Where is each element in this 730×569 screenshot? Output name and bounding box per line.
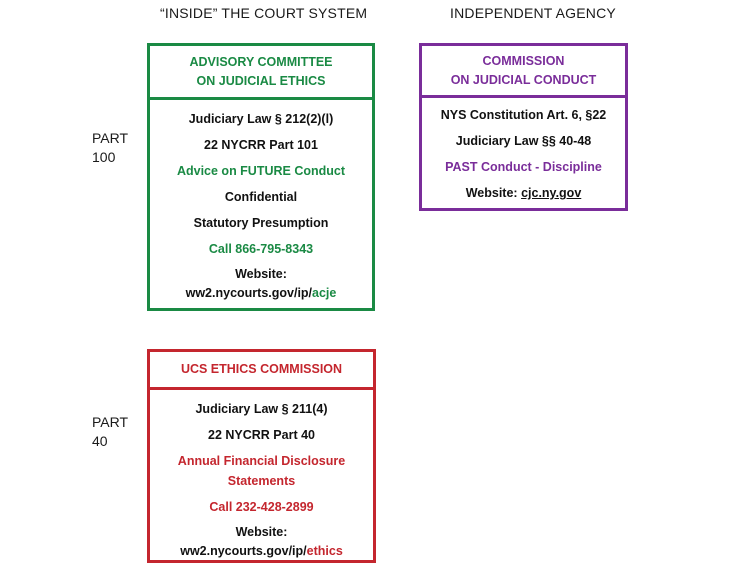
part-40-line2: 40 <box>92 433 108 449</box>
advisory-scope: Advice on FUTURE Conduct <box>176 164 346 178</box>
commission-website: Website: cjc.ny.gov <box>422 180 625 206</box>
advisory-website-suffix: acje <box>312 286 337 300</box>
advisory-title-line1: ADVISORY COMMITTEE <box>189 54 333 69</box>
ucs-rule: 22 NYCRR Part 40 <box>208 428 315 442</box>
advisory-website-label: Website: <box>235 267 287 281</box>
commission-law: Judiciary Law §§ 40-48 <box>455 134 592 148</box>
ucs-title: UCS ETHICS COMMISSION <box>150 352 373 390</box>
commission-body: NYS Constitution Art. 6, §22 Judiciary L… <box>422 98 625 206</box>
part-100-label: PART 100 <box>92 129 128 167</box>
commission-website-label: Website: <box>465 186 522 200</box>
advisory-law: Judiciary Law § 212(2)(l) <box>188 112 334 126</box>
part-40-label: PART 40 <box>92 413 128 451</box>
commission-title-line2: ON JUDICIAL CONDUCT <box>450 72 597 87</box>
ucs-scope-line1: Annual Financial Disclosure <box>177 454 346 468</box>
ucs-law: Judiciary Law § 211(4) <box>195 402 328 416</box>
commission-constitution: NYS Constitution Art. 6, §22 <box>440 108 607 122</box>
ucs-scope-line2: Statements <box>227 474 296 488</box>
commission-title-line1: COMMISSION <box>482 53 565 68</box>
commission-judicial-conduct-box: COMMISSION ON JUDICIAL CONDUCT NYS Const… <box>419 43 628 211</box>
ucs-ethics-commission-box: UCS ETHICS COMMISSION Judiciary Law § 21… <box>147 349 376 563</box>
ucs-website-label: Website: <box>235 525 288 539</box>
header-inside-court-system: “INSIDE” THE COURT SYSTEM <box>160 5 368 21</box>
commission-title: COMMISSION ON JUDICIAL CONDUCT <box>422 46 625 98</box>
advisory-committee-box: ADVISORY COMMITTEE ON JUDICIAL ETHICS Ju… <box>147 43 375 311</box>
header-independent-agency: INDEPENDENT AGENCY <box>450 5 616 21</box>
advisory-website-link[interactable]: ww2.nycourts.gov/ip/acje <box>150 284 372 303</box>
ucs-website-link[interactable]: ww2.nycourts.gov/ip/ethics <box>150 542 373 561</box>
part-100-line1: PART <box>92 130 129 146</box>
advisory-title-line2: ON JUDICIAL ETHICS <box>196 73 326 88</box>
commission-scope: PAST Conduct - Discipline <box>445 160 602 174</box>
advisory-website-prefix: ww2.nycourts.gov/ip/ <box>185 286 313 300</box>
ucs-body: Judiciary Law § 211(4) 22 NYCRR Part 40 … <box>150 390 373 561</box>
ucs-website-suffix: ethics <box>306 544 343 558</box>
advisory-committee-body: Judiciary Law § 212(2)(l) 22 NYCRR Part … <box>150 100 372 303</box>
commission-website-link[interactable]: cjc.ny.gov <box>521 186 582 200</box>
advisory-committee-title: ADVISORY COMMITTEE ON JUDICIAL ETHICS <box>150 46 372 100</box>
advisory-rule: 22 NYCRR Part 101 <box>204 138 318 152</box>
advisory-confidential: Confidential <box>224 190 298 204</box>
advisory-phone: Call 866-795-8343 <box>208 242 314 256</box>
ucs-phone: Call 232-428-2899 <box>209 500 314 514</box>
ucs-website-prefix: ww2.nycourts.gov/ip/ <box>180 544 307 558</box>
advisory-presumption: Statutory Presumption <box>193 216 329 230</box>
part-100-line2: 100 <box>92 149 116 165</box>
part-40-line1: PART <box>92 414 129 430</box>
ucs-title-text: UCS ETHICS COMMISSION <box>180 362 343 376</box>
